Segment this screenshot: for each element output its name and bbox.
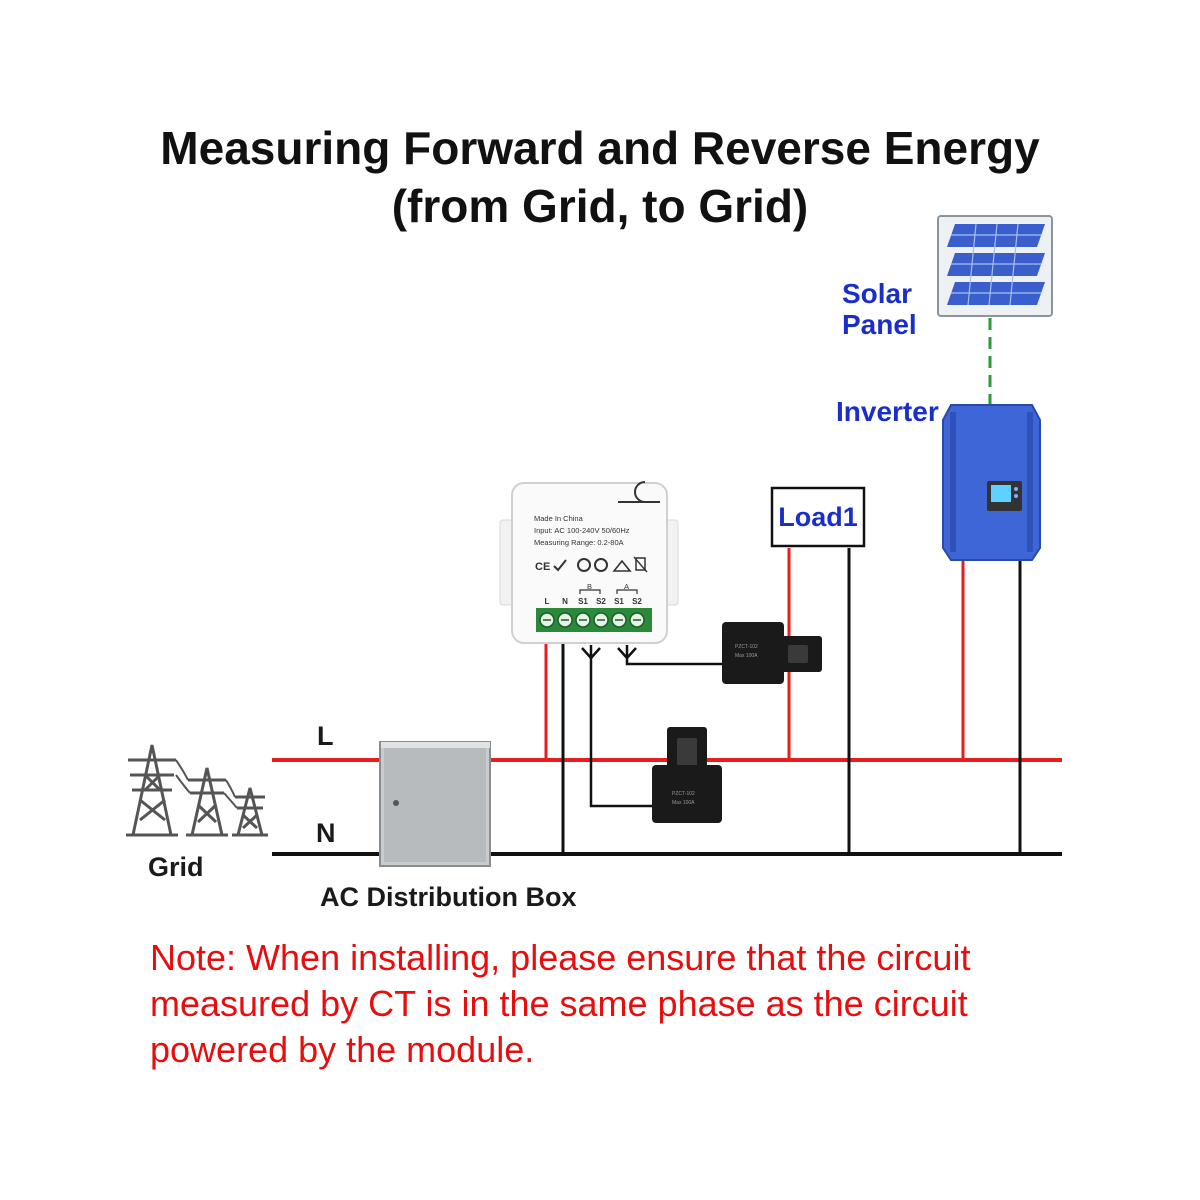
note-line-1: Note: When installing, please ensure tha… [150,935,1150,981]
ac-box-label: AC Distribution Box [320,882,577,912]
terminal-label: S1 [578,597,588,606]
terminal-label: S1 [614,597,624,606]
svg-text:PZCT-102: PZCT-102 [672,791,695,797]
svg-text:CE: CE [535,561,550,573]
module-measuring-range: Measuring Range: 0.2-80A [534,538,624,547]
terminal-label: N [562,597,568,606]
note-line-2: measured by CT is in the same phase as t… [150,983,968,1024]
solar-panel-icon [937,215,1053,317]
inverter-icon [942,404,1041,561]
svg-text:Max 100A: Max 100A [672,800,695,806]
solar-panel-label-1: Solar [842,278,913,309]
title-line-1: Measuring Forward and Reverse Energy [160,122,1040,174]
ct-b-wire [589,645,652,808]
live-line-label: L [317,721,334,751]
ct-b-fork [581,647,601,660]
ac-distribution-box-icon [379,741,491,867]
module-made-in: Made In China [534,514,584,523]
grid-pylons-icon [126,744,268,837]
note-prefix: Note: [150,937,237,978]
neutral-line-label: N [316,818,336,848]
module-ct-b-label: B [587,582,592,591]
terminal-label: S2 [596,597,606,606]
svg-text:Max 100A: Max 100A [735,653,758,659]
ct-clamp-b-icon: PZCT-102 Max 100A [652,727,722,823]
solar-panel-label-2: Panel [842,309,917,340]
load-label: Load1 [778,502,858,532]
installation-note: Note: When installing, please ensure tha… [150,935,1150,1073]
grid-label: Grid [148,852,204,882]
terminal-label: L [545,597,550,606]
svg-text:PZCT-102: PZCT-102 [735,644,758,650]
title-line-2: (from Grid, to Grid) [391,180,809,232]
ct-a-fork [617,647,637,660]
note-line-1-text: When installing, please ensure that the … [236,937,971,978]
load-box [770,486,866,548]
terminal-label: S2 [632,597,642,606]
inverter-label: Inverter [836,396,939,427]
ct-a-wire [625,645,722,666]
ct-clamp-a-icon: PZCT-102 Max 100A [722,622,822,684]
module-input-spec: Input: AC 100-240V 50/60Hz [534,526,630,535]
module-ct-a-label: A [624,582,629,591]
energy-meter-module-icon: CE [499,481,679,644]
note-line-3: powered by the module. [150,1029,535,1070]
